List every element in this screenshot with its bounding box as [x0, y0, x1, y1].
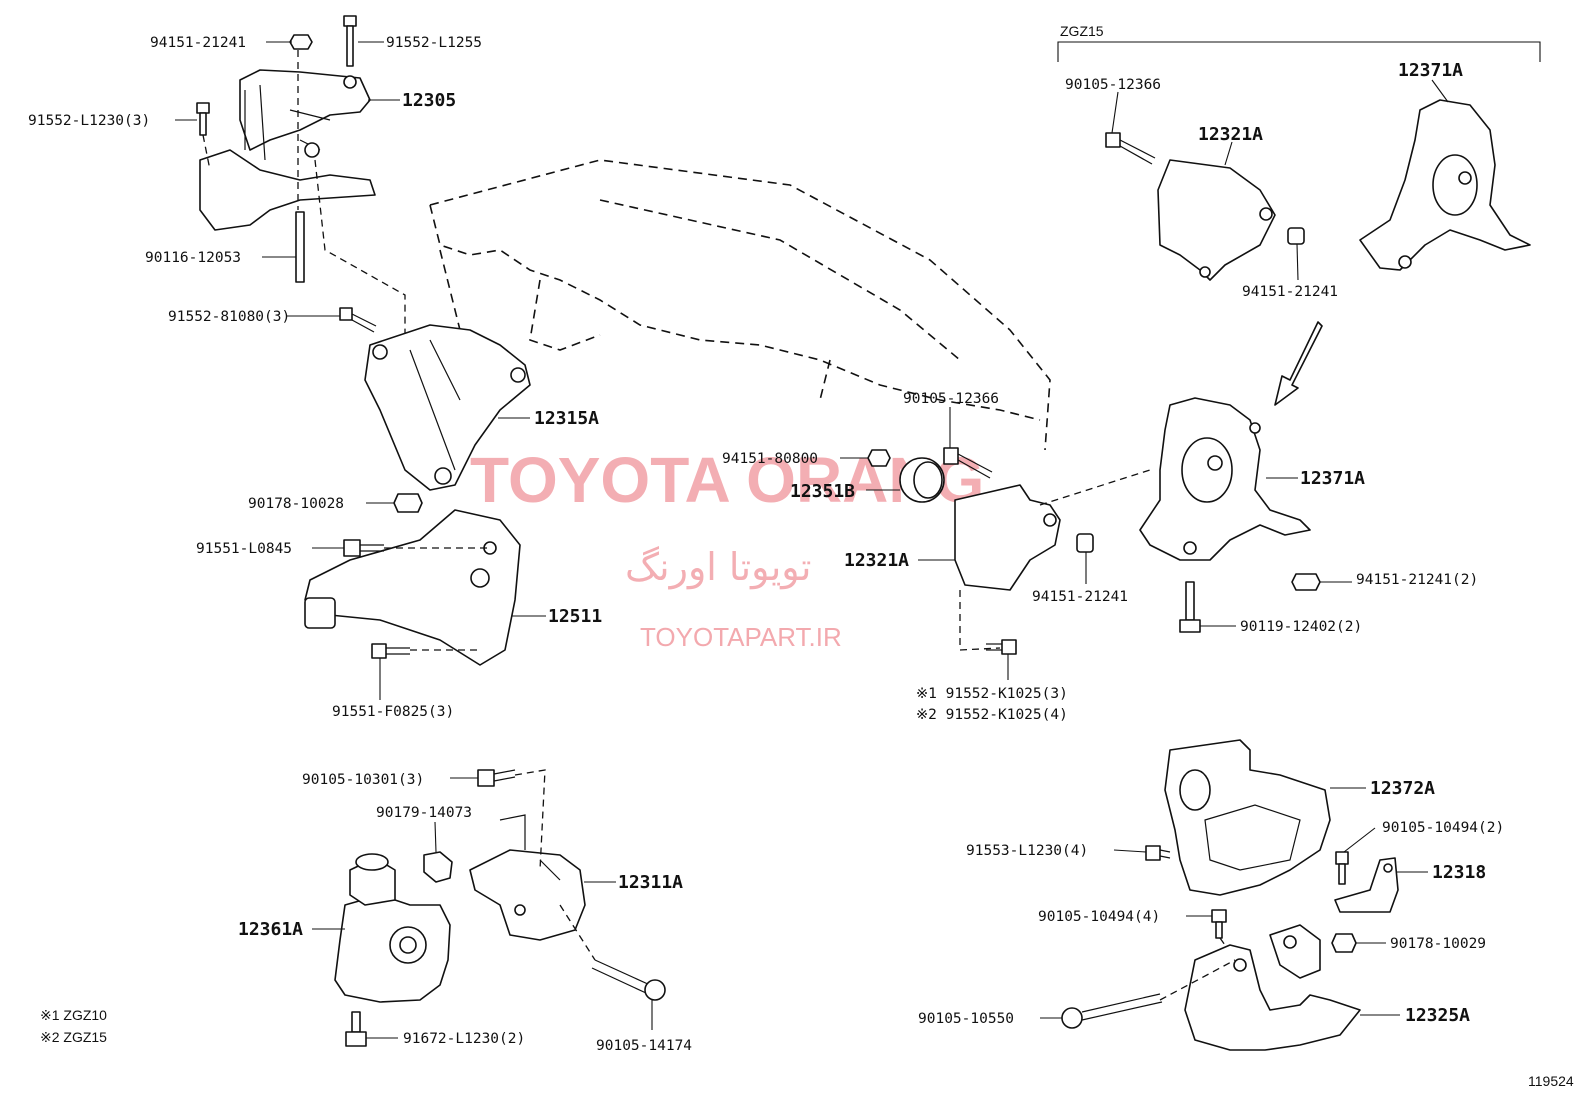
- direction-arrow: [1274, 321, 1323, 406]
- label-94151-80800: 94151-80800: [722, 451, 818, 467]
- label-12311A: 12311A: [618, 872, 683, 893]
- bracket-12311A[interactable]: [469, 814, 586, 941]
- label-12318: 12318: [1432, 862, 1486, 883]
- label-90119-12402: 90119-12402(2): [1240, 619, 1362, 635]
- bolt-91552-L1255[interactable]: [343, 15, 357, 67]
- label-12325A: 12325A: [1405, 1005, 1470, 1026]
- nut-90178-10028[interactable]: [393, 493, 423, 513]
- bolt-90119-12402[interactable]: [1179, 581, 1201, 633]
- label-12321A-b: 12321A: [844, 550, 909, 571]
- bolt-91552-L1230[interactable]: [196, 102, 210, 136]
- label-91552-K1025-1: ※1 91552-K1025(3): [916, 686, 1068, 702]
- label-91551-F0825: 91551-F0825(3): [332, 704, 454, 720]
- bracket-12511[interactable]: [304, 509, 521, 666]
- engine-outline: [429, 159, 1051, 451]
- label-91552-81080: 91552-81080(3): [168, 309, 290, 325]
- label-90105-12366-b: 90105-12366: [903, 391, 999, 407]
- leader-lines: [175, 41, 1449, 1039]
- bracket-12321A[interactable]: [954, 484, 1061, 591]
- label-90116-12053: 90116-12053: [145, 250, 241, 266]
- nut-94151-80800[interactable]: [867, 449, 891, 467]
- watermark-url: TOYOTAPART.IR: [640, 622, 842, 652]
- bracket-12318[interactable]: [1334, 857, 1399, 913]
- label-12372A: 12372A: [1370, 778, 1435, 799]
- nut-94151-21241-a[interactable]: [289, 34, 313, 50]
- note-zgz10: ※1 ZGZ10: [40, 1007, 107, 1023]
- label-90105-10301: 90105-10301(3): [302, 772, 424, 788]
- bolt-90105-10494-a[interactable]: [1335, 851, 1349, 885]
- nut-94151-21241-c[interactable]: [1076, 533, 1094, 553]
- label-90105-12366-a: 90105-12366: [1065, 77, 1161, 93]
- mount-12371A[interactable]: [1139, 397, 1311, 561]
- nut-94151-21241-b[interactable]: [1287, 227, 1305, 245]
- bolt-90105-10301[interactable]: [477, 769, 516, 787]
- stud-90116-12053[interactable]: [295, 211, 305, 283]
- mount-12361A[interactable]: [334, 853, 451, 1003]
- watermark-brand: TOYOTA ORANG: [470, 444, 984, 516]
- part-labels: 94151-21241 91552-L1255 91552-L1230(3) 1…: [28, 35, 1504, 1054]
- mount-12372A[interactable]: [1164, 739, 1331, 896]
- label-90178-10029: 90178-10029: [1390, 936, 1486, 952]
- bushing-12351B[interactable]: [899, 457, 945, 503]
- label-91552-L1255: 91552-L1255: [386, 35, 482, 51]
- label-12361A: 12361A: [238, 919, 303, 940]
- bracket-12315A[interactable]: [364, 324, 531, 491]
- label-90105-10494-b: 90105-10494(4): [1038, 909, 1160, 925]
- nut-94151-21241-d[interactable]: [1291, 573, 1321, 591]
- diagram-id: 119524: [1528, 1073, 1574, 1089]
- variant-header: ZGZ15: [1060, 23, 1104, 39]
- bracket-12321A-zgz15[interactable]: [1157, 159, 1276, 281]
- bolt-91551-F0825[interactable]: [371, 643, 410, 659]
- label-90105-14174: 90105-14174: [596, 1038, 692, 1054]
- nut-90178-10029[interactable]: [1331, 933, 1357, 953]
- label-12305: 12305: [402, 90, 456, 111]
- watermark-persian: تویوتا اورنگ: [625, 545, 812, 590]
- label-12321A-a: 12321A: [1198, 124, 1263, 145]
- label-12511: 12511: [548, 606, 602, 627]
- label-12315A: 12315A: [534, 408, 599, 429]
- bolt-90105-14174[interactable]: [591, 959, 666, 1001]
- label-90179-14073: 90179-14073: [376, 805, 472, 821]
- bolt-90105-12366-a[interactable]: [1105, 132, 1156, 165]
- label-94151-21241-c: 94151-21241: [1032, 589, 1128, 605]
- bolt-90105-12366-b[interactable]: [943, 447, 993, 479]
- label-94151-21241-d: 94151-21241(2): [1356, 572, 1478, 588]
- label-90178-10028: 90178-10028: [248, 496, 344, 512]
- label-94151-21241-b: 94151-21241: [1242, 284, 1338, 300]
- label-90105-10550: 90105-10550: [918, 1011, 1014, 1027]
- mount-12305[interactable]: [199, 69, 376, 231]
- mount-12371A-zgz15[interactable]: [1359, 99, 1531, 271]
- label-12371A-a: 12371A: [1398, 60, 1463, 81]
- bracket-12325A[interactable]: [1184, 924, 1361, 1051]
- note-zgz15: ※2 ZGZ15: [40, 1029, 107, 1045]
- label-91552-L1230: 91552-L1230(3): [28, 113, 150, 129]
- bolt-91672-L1230[interactable]: [345, 1011, 367, 1047]
- nut-90179-14073[interactable]: [423, 851, 453, 883]
- label-90105-10494-a: 90105-10494(2): [1382, 820, 1504, 836]
- watermark: TOYOTA ORANG تویوتا اورنگ TOYOTAPART.IR: [470, 444, 984, 652]
- label-12351B: 12351B: [790, 481, 855, 502]
- bolt-91552-81080[interactable]: [339, 307, 377, 333]
- bolt-90105-10494-b[interactable]: [1211, 909, 1227, 939]
- variant-notes: ※1 ZGZ10 ※2 ZGZ15 119524: [40, 1007, 1574, 1089]
- bolt-91552-K1025[interactable]: [986, 639, 1017, 655]
- label-94151-21241-a: 94151-21241: [150, 35, 246, 51]
- label-91672-L1230: 91672-L1230(2): [403, 1031, 525, 1047]
- label-91553-L1230: 91553-L1230(4): [966, 843, 1088, 859]
- label-91551-L0845: 91551-L0845: [196, 541, 292, 557]
- label-12371A-b: 12371A: [1300, 468, 1365, 489]
- bolt-91551-L0845[interactable]: [343, 539, 384, 557]
- bolt-91553-L1230[interactable]: [1145, 845, 1171, 861]
- bolt-90105-10550[interactable]: [1061, 993, 1163, 1029]
- label-91552-K1025-2: ※2 91552-K1025(4): [916, 707, 1068, 723]
- variant-bracket: ZGZ15: [1057, 23, 1541, 62]
